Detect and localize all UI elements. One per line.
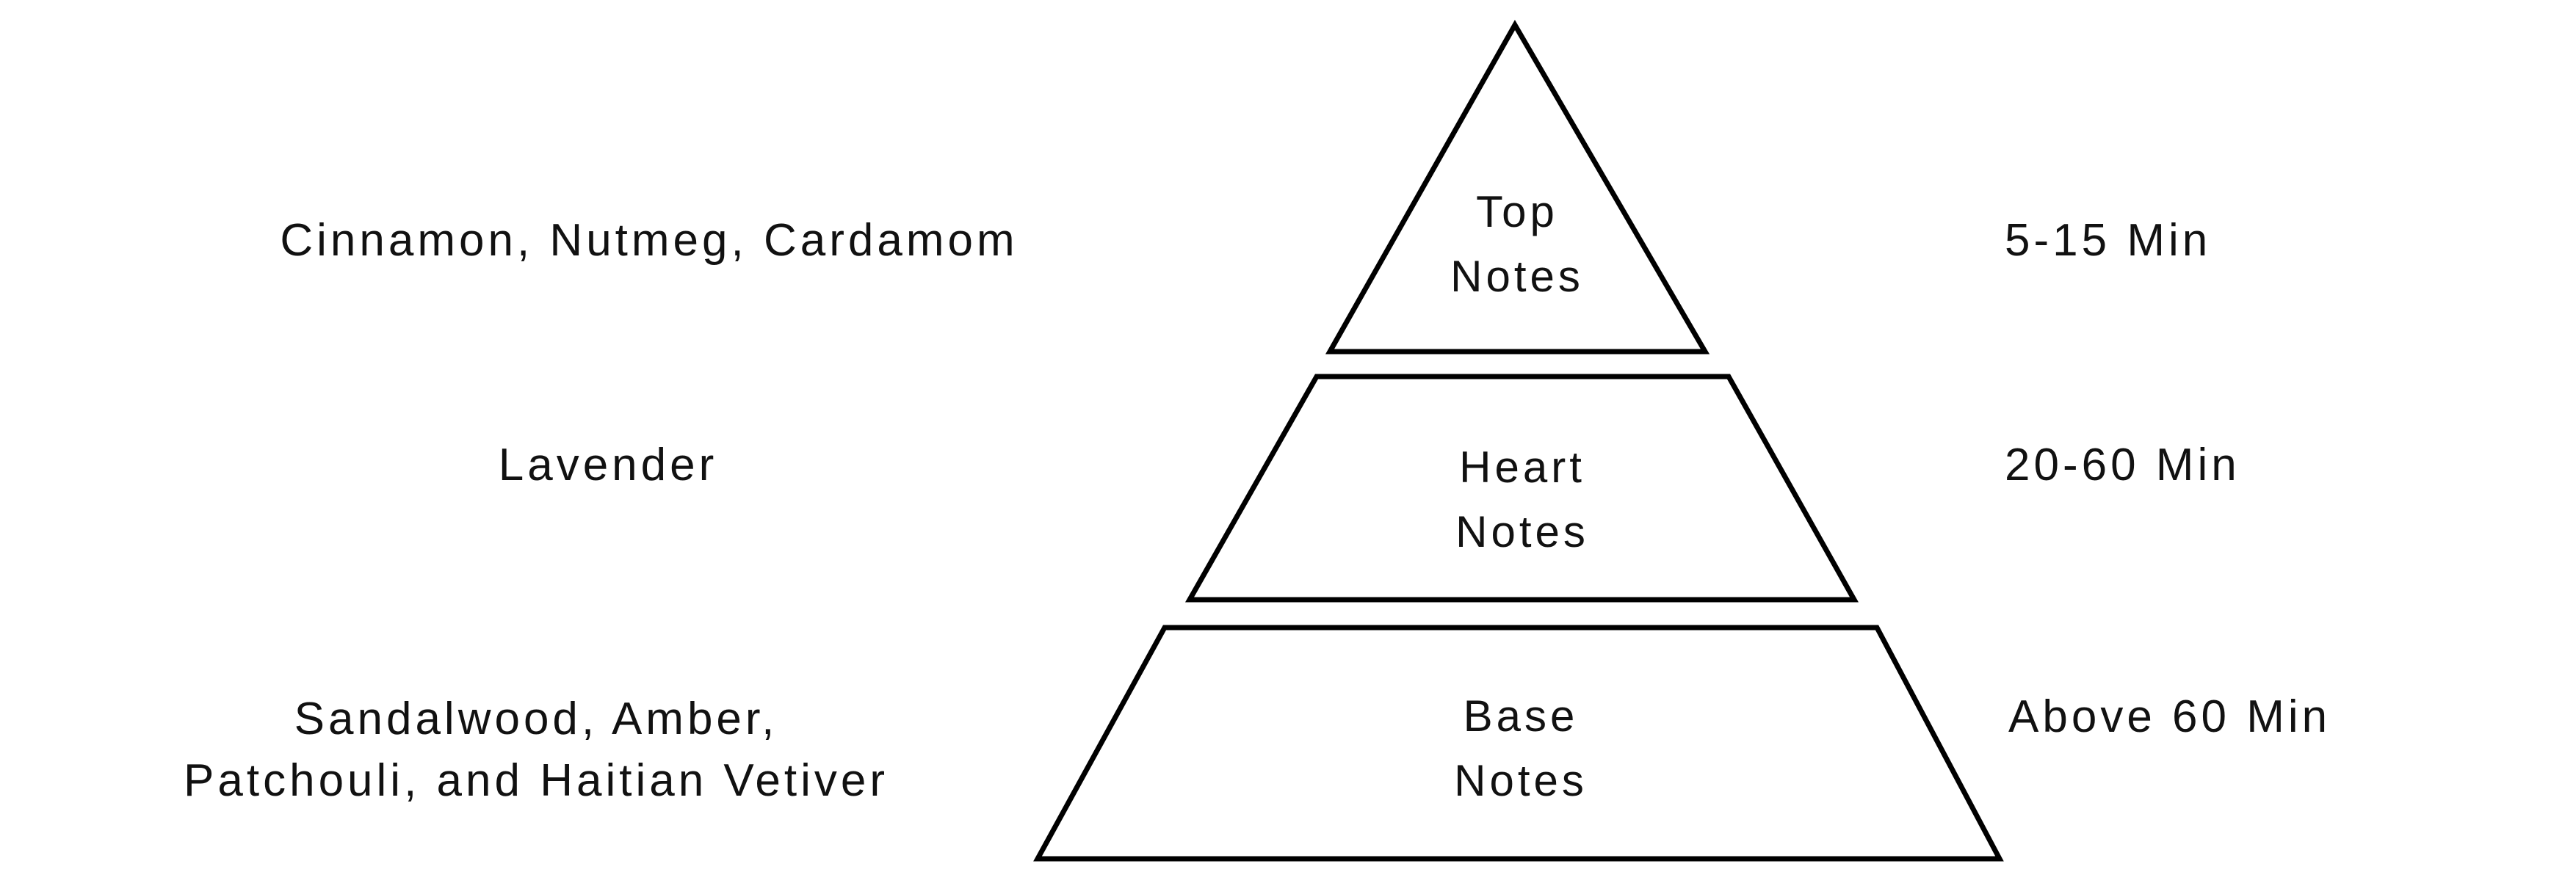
top-notes-duration: 5-15 Min [2005,210,2211,272]
heart-notes-label: Heart Notes [1455,435,1589,564]
base-notes-duration: Above 60 Min [2008,686,2331,748]
top-notes-label: Top Notes [1450,180,1584,309]
tier-name-line: Base [1463,691,1579,741]
tier-name-line: Notes [1454,756,1588,805]
heart-notes-duration: 20-60 Min [2005,435,2240,496]
ingredient-line: Cinnamon, Nutmeg, Cardamom [280,215,1019,266]
heart-notes-ingredients: Lavender [499,435,718,496]
tier-name-line: Notes [1450,252,1584,301]
base-notes-ingredients: Sandalwood, Amber, Patchouli, and Haitia… [184,688,889,812]
duration-text: Above 60 Min [2008,691,2331,742]
base-notes-trapezoid [1033,625,2004,862]
tier-name-line: Notes [1455,507,1589,556]
duration-text: 5-15 Min [2005,215,2212,266]
heart-notes-trapezoid [1184,374,1859,603]
ingredient-line: Sandalwood, Amber, [294,694,778,744]
top-notes-triangle [1325,19,1710,355]
tier-name-line: Heart [1459,443,1585,492]
ingredient-line: Lavender [498,440,718,490]
top-notes-ingredients: Cinnamon, Nutmeg, Cardamom [280,210,1018,272]
tier-name-line: Top [1476,187,1558,236]
duration-text: 20-60 Min [2005,440,2240,490]
ingredient-line: Patchouli, and Haitian Vetiver [184,755,889,806]
base-notes-label: Base Notes [1454,684,1588,813]
